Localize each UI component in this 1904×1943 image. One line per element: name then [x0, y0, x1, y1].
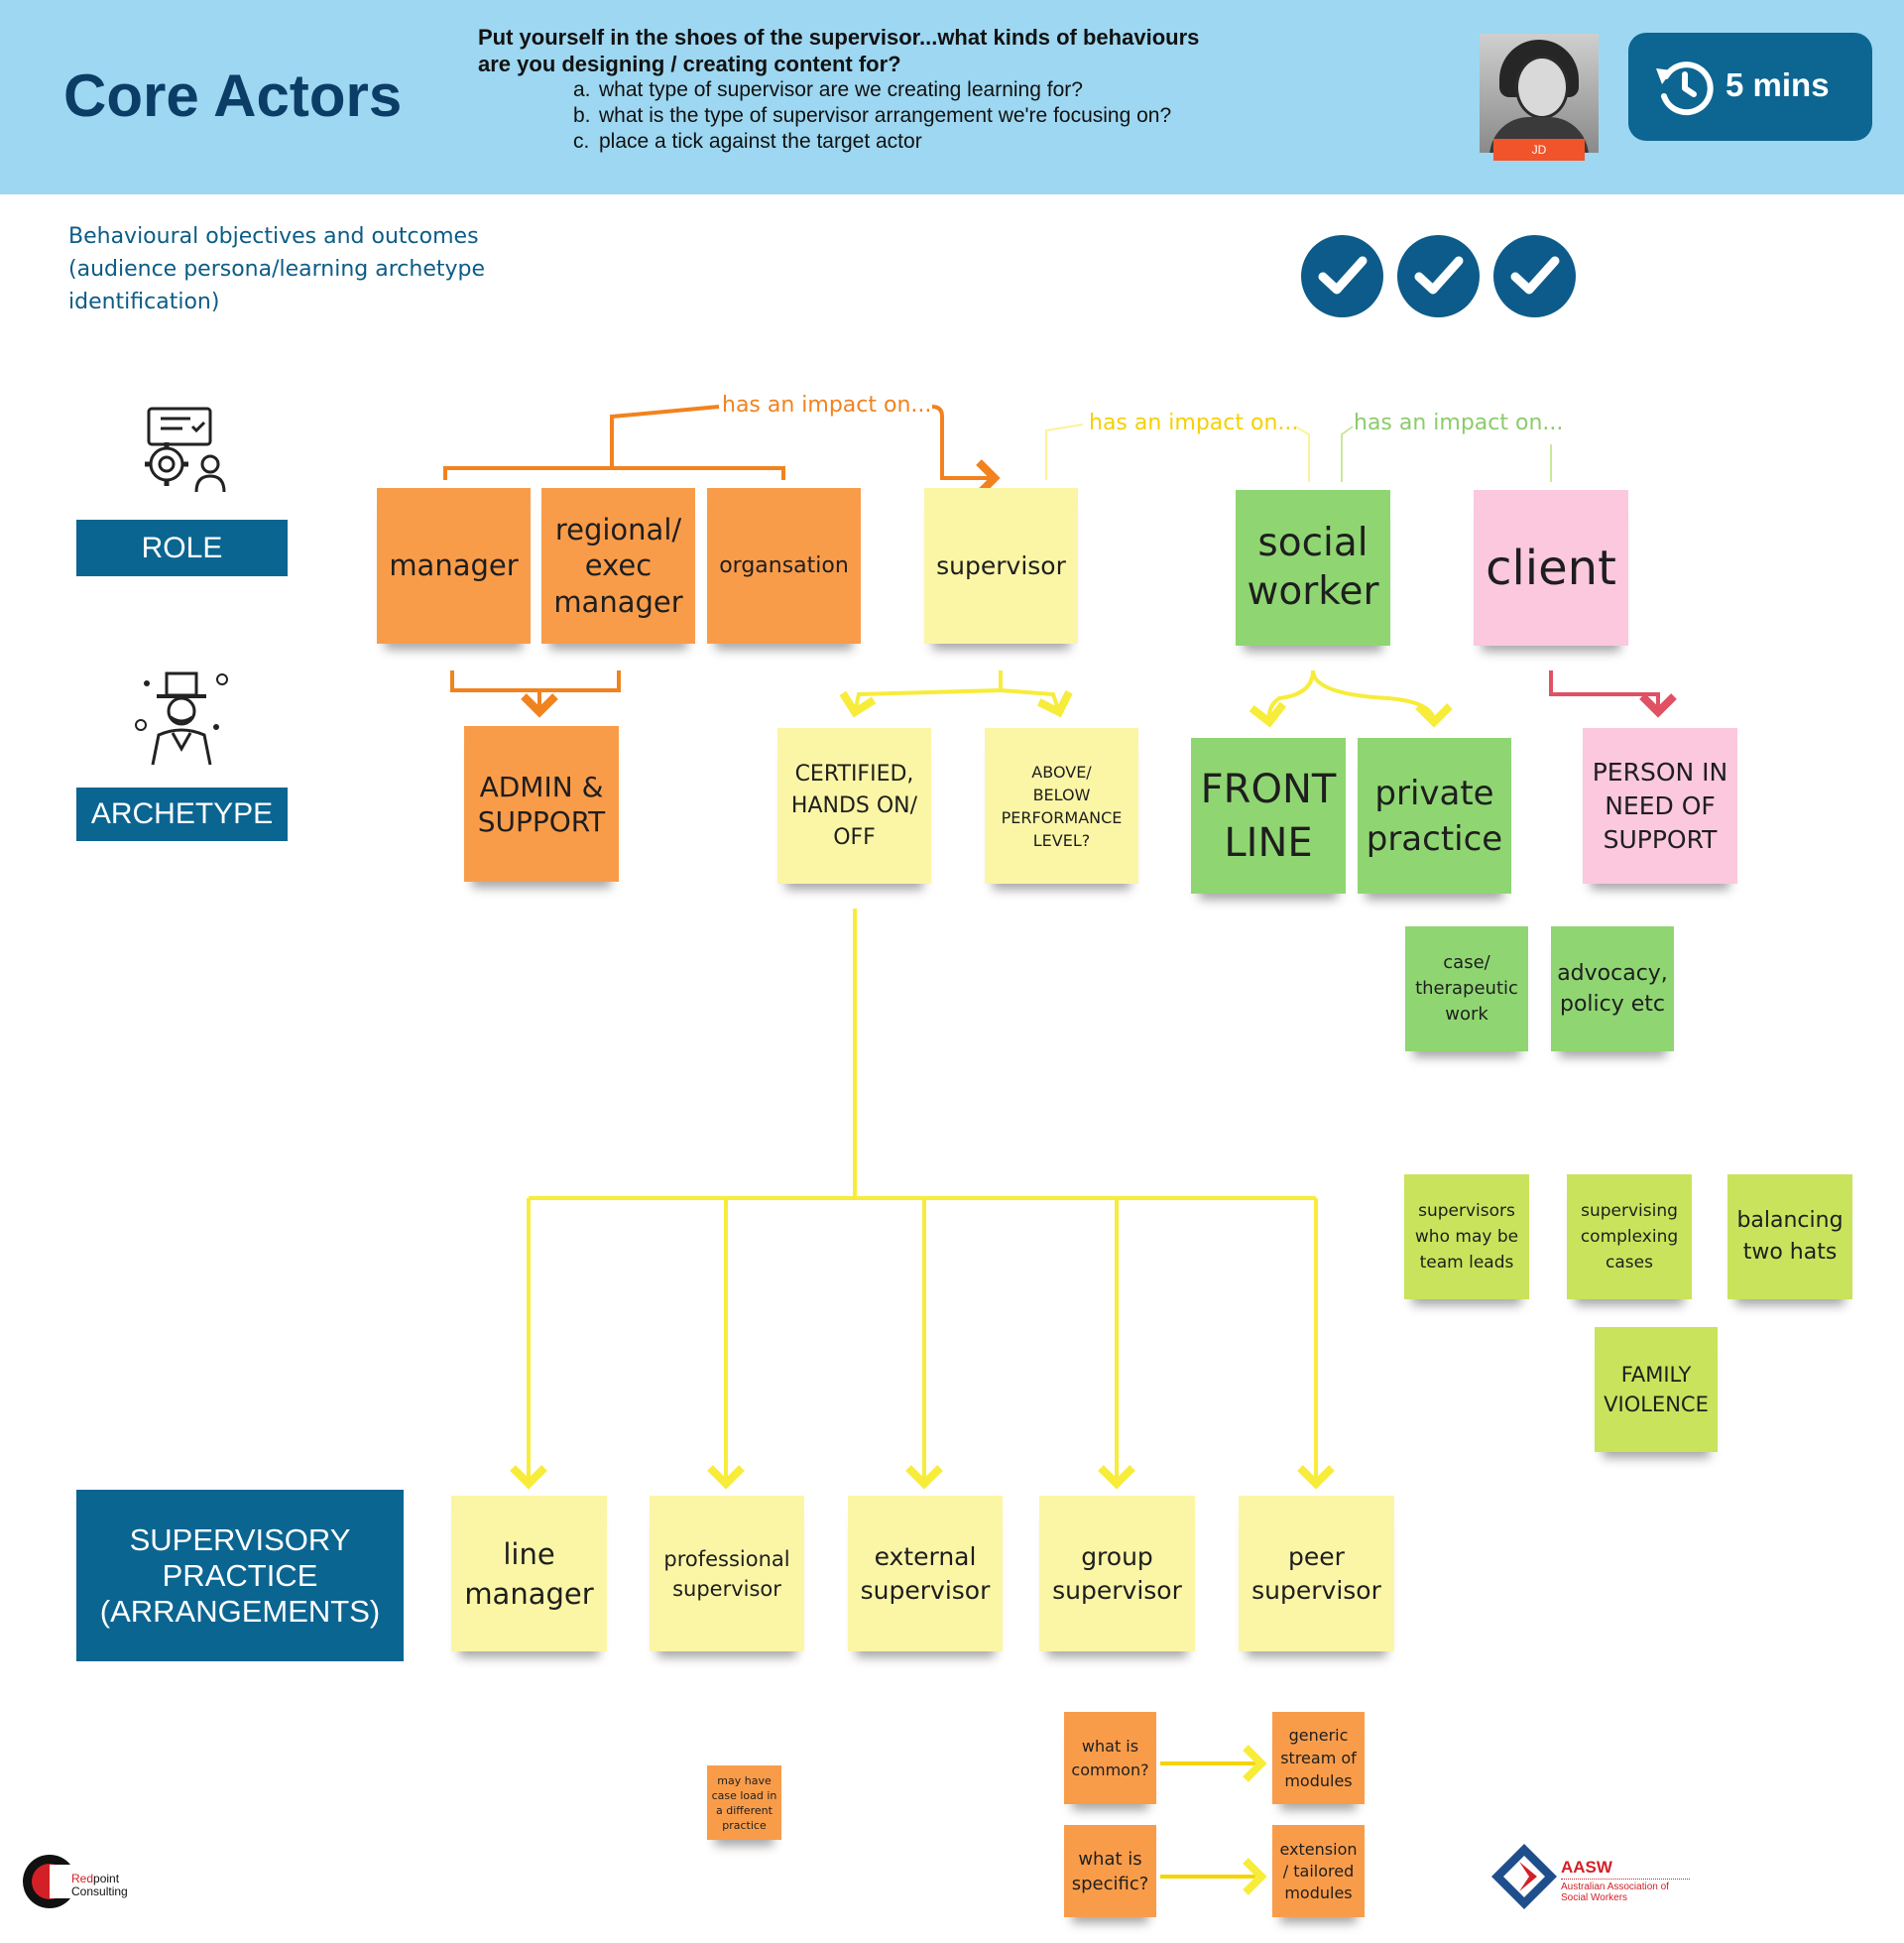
note-extension-tailored[interactable]: extension / tailored modules	[1272, 1825, 1365, 1917]
instruction-item: a.what type of supervisor are we creatin…	[573, 78, 1083, 101]
history-clock-icon	[1656, 61, 1714, 116]
timer-badge[interactable]: 5 mins	[1628, 33, 1872, 141]
note-what-is-common[interactable]: what is common?	[1064, 1712, 1156, 1804]
note-admin-support[interactable]: ADMIN & SUPPORT	[464, 726, 619, 882]
archetype-label: ARCHETYPE	[76, 788, 288, 841]
section-subtitle: Behavioural objectives and outcomes (aud…	[68, 224, 485, 314]
note-balancing-two-hats[interactable]: balancing two hats	[1727, 1174, 1852, 1299]
role-label: ROLE	[76, 520, 288, 576]
instructions: Put yourself in the shoes of the supervi…	[478, 24, 1232, 155]
note-advocacy-policy[interactable]: advocacy, policy etc	[1551, 926, 1674, 1051]
note-regional-exec-manager[interactable]: regional/ exec manager	[541, 488, 695, 644]
note-manager[interactable]: manager	[377, 488, 531, 644]
role-gear-person-icon	[145, 407, 226, 493]
note-private-practice[interactable]: private practice	[1358, 738, 1511, 894]
note-caseload[interactable]: may have case load in a different practi…	[707, 1765, 781, 1840]
note-professional-supervisor[interactable]: professional supervisor	[650, 1496, 804, 1651]
note-person-in-need[interactable]: PERSON IN NEED OF SUPPORT	[1583, 728, 1737, 884]
tick-marker-1[interactable]	[1301, 235, 1383, 317]
note-group-supervisor[interactable]: group supervisor	[1039, 1496, 1195, 1651]
note-complex-cases[interactable]: supervising complexing cases	[1567, 1174, 1692, 1299]
note-social-worker[interactable]: social worker	[1236, 490, 1390, 646]
aasw-mark-icon	[1491, 1844, 1557, 1909]
note-case-therapeutic-work[interactable]: case/ therapeutic work	[1405, 926, 1528, 1051]
note-supervisor[interactable]: supervisor	[924, 488, 1078, 644]
archetype-magician-icon	[135, 671, 228, 766]
redpoint-mark-icon	[23, 1855, 79, 1908]
note-client[interactable]: client	[1474, 490, 1628, 646]
impact-label-1: has an impact on...	[722, 393, 932, 418]
instructions-list: a.what type of supervisor are we creatin…	[478, 77, 1232, 155]
note-external-supervisor[interactable]: external supervisor	[848, 1496, 1003, 1651]
note-certified-hands-on-off[interactable]: CERTIFIED, HANDS ON/ OFF	[777, 728, 931, 884]
note-line-manager[interactable]: line manager	[451, 1496, 607, 1651]
timer-label: 5 mins	[1726, 66, 1830, 103]
instruction-item: c.place a tick against the target actor	[573, 130, 922, 153]
page-title: Core Actors	[63, 62, 403, 129]
avatar-initials: JD	[1493, 139, 1585, 161]
supervisory-practice-label: SUPERVISORY PRACTICE (ARRANGEMENTS)	[76, 1490, 404, 1661]
note-family-violence[interactable]: FAMILY VIOLENCE	[1595, 1327, 1718, 1452]
note-organisation[interactable]: organsation	[707, 488, 861, 644]
impact-label-2: has an impact on...	[1089, 411, 1299, 435]
tick-marker-2[interactable]	[1397, 235, 1480, 317]
avatar[interactable]	[1480, 34, 1599, 153]
check-icon	[1510, 256, 1560, 295]
instructions-question: Put yourself in the shoes of the supervi…	[478, 25, 1200, 76]
impact-label-3: has an impact on...	[1354, 411, 1564, 435]
note-above-below-performance[interactable]: ABOVE/ BELOW PERFORMANCE LEVEL?	[985, 728, 1138, 884]
instruction-item: b.what is the type of supervisor arrange…	[573, 104, 1172, 127]
note-team-leads[interactable]: supervisors who may be team leads	[1404, 1174, 1529, 1299]
note-what-is-specific[interactable]: what is specific?	[1064, 1825, 1156, 1917]
check-icon	[1414, 256, 1464, 295]
tick-marker-3[interactable]	[1493, 235, 1576, 317]
note-front-line[interactable]: FRONT LINE	[1191, 738, 1346, 894]
aasw-logo: AASW Australian Association of Social Wo…	[1489, 1842, 1690, 1915]
note-generic-stream[interactable]: generic stream of modules	[1272, 1712, 1365, 1804]
note-peer-supervisor[interactable]: peer supervisor	[1239, 1496, 1394, 1651]
check-icon	[1318, 256, 1368, 295]
